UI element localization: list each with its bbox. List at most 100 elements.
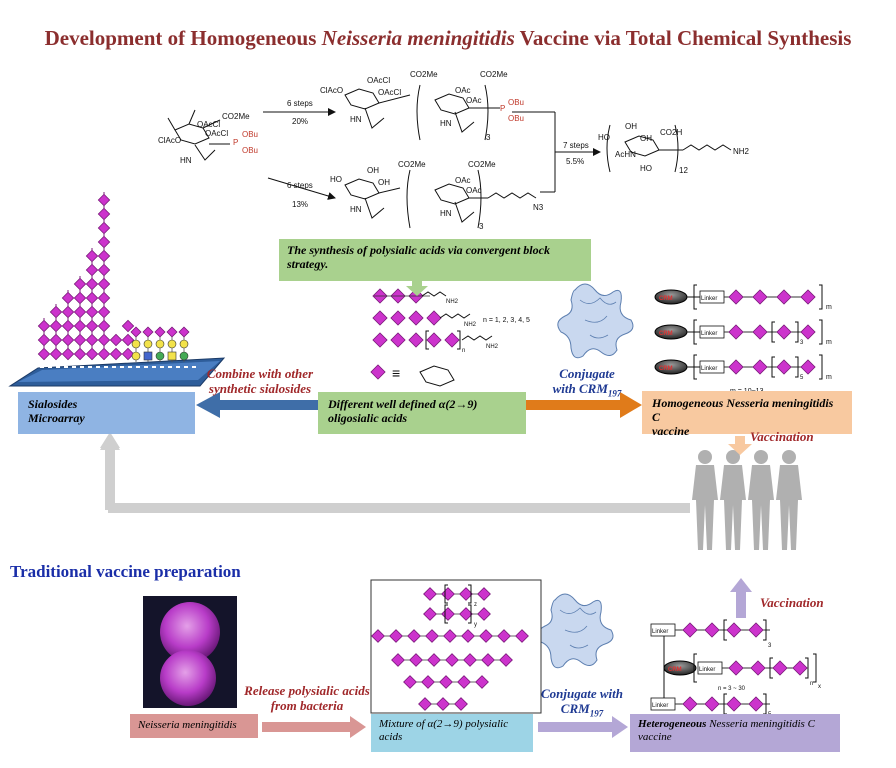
chem-label: OAc	[466, 96, 482, 105]
chem-label: OH	[378, 178, 390, 187]
sialic-acid-icon	[704, 696, 720, 712]
sialic-acid-icon	[85, 319, 99, 333]
chem-label: OBu	[508, 98, 525, 107]
sialic-acid-icon	[49, 319, 63, 333]
sialic-acid-icon	[682, 622, 698, 638]
sialic-acid-icon	[121, 319, 135, 333]
sialic-acid-icon	[390, 310, 406, 326]
sialic-acid-icon	[726, 622, 742, 638]
chem-label: HN	[180, 156, 192, 165]
chem-label: OBu	[242, 130, 259, 139]
bracket	[457, 330, 461, 350]
sialic-acid-icon	[479, 629, 493, 643]
yield-label: 20%	[292, 117, 309, 126]
sialic-acid-icon	[776, 289, 792, 305]
diagram-text: CRM	[659, 296, 673, 302]
sialic-acid-icon	[97, 263, 111, 277]
sialic-acid-icon	[37, 333, 51, 347]
sialic-acid-icon	[85, 291, 99, 305]
sialic-acid-icon	[37, 347, 51, 361]
sialic-acid-icon	[73, 305, 87, 319]
sialic-acid-icon	[121, 347, 135, 361]
diagram-text: Linker	[652, 703, 668, 709]
chem-label: CO2H	[660, 128, 683, 137]
diagram-text: 5	[800, 375, 804, 381]
sialic-acid-icon	[748, 622, 764, 638]
sialic-acid-icon	[109, 347, 123, 361]
sialic-acid-icon	[776, 324, 792, 340]
bracket	[819, 354, 823, 380]
sialic-acid-icon	[750, 660, 766, 676]
intermediate-top	[344, 84, 500, 141]
synthesis-strategy-box: The synthesis of polysialic acids via co…	[279, 239, 591, 281]
chem-label: N3	[533, 203, 544, 212]
sialic-acid-icon	[682, 696, 698, 712]
diagram-text: CRM	[659, 366, 673, 372]
chem-label: OAcCl	[205, 129, 229, 138]
sialic-acid-icon	[772, 660, 788, 676]
flow-arrows	[100, 280, 752, 738]
chem-label: OBu	[242, 146, 259, 155]
sialic-acid-icon	[73, 333, 87, 347]
sialic-acid-icon	[390, 332, 406, 348]
chem-label: OBu	[508, 114, 525, 123]
sialic-acid-icon	[97, 319, 111, 333]
sialic-acid-icon	[61, 333, 75, 347]
chem-label: OAcCl	[378, 88, 402, 97]
chem-label: P	[233, 138, 239, 147]
sialic-acid-icon	[389, 629, 403, 643]
chem-label: OAcCl	[197, 120, 221, 129]
sialic-acid-icon	[407, 629, 421, 643]
heterogeneous-vaccine-box: Heterogeneous Nesseria meningitidis C va…	[630, 714, 840, 752]
sialic-acid-icon	[748, 696, 764, 712]
yield-label: 13%	[292, 200, 309, 209]
sialic-acid-icon	[728, 289, 744, 305]
microarray-glycans	[37, 192, 196, 368]
chem-label: P	[500, 104, 506, 113]
sialic-acid-icon	[178, 326, 190, 338]
sialic-acid-icon	[73, 347, 87, 361]
chem-label: HN	[440, 119, 452, 128]
sialic-acid-icon	[439, 675, 453, 689]
diagram-text: Linker	[699, 667, 715, 673]
chem-label: ClAcO	[320, 86, 344, 95]
sialic-acid-icon	[423, 587, 437, 601]
equiv-sign: ≡	[392, 365, 401, 381]
bracket	[425, 330, 429, 350]
sialic-acid-icon	[457, 675, 471, 689]
bracket	[819, 319, 823, 345]
diagram-text: 3	[800, 340, 804, 346]
chem-label: HN	[440, 209, 452, 218]
yield-label: 5.5%	[566, 157, 585, 166]
step-label: 6 steps	[287, 99, 313, 108]
intermediate-bottom	[344, 169, 537, 229]
sialic-acid-icon	[752, 324, 768, 340]
sialic-acid-icon	[726, 696, 742, 712]
chem-label: NH2	[733, 147, 750, 156]
bracket	[795, 356, 799, 378]
page-title: Development of Homogeneous Neisseria men…	[44, 26, 852, 50]
sialic-acid-icon	[481, 653, 495, 667]
diagram-text: n	[810, 681, 813, 687]
chem-label: CO2Me	[468, 160, 496, 169]
sialic-acid-icon	[97, 347, 111, 361]
bracket	[693, 319, 697, 345]
sialic-acid-icon	[444, 332, 460, 348]
sialic-acid-icon	[426, 310, 442, 326]
diagram-text: Linker	[701, 296, 717, 302]
chem-label: AcHN	[615, 150, 636, 159]
chem-label: HO	[330, 175, 342, 184]
release-label: Release polysialic acids from bacteria	[244, 683, 370, 713]
chem-label: OH	[367, 166, 379, 175]
diagram-text: m	[826, 304, 832, 311]
sialic-acid-icon	[497, 629, 511, 643]
people-silhouettes	[692, 450, 802, 550]
chem-label: OAc	[455, 176, 471, 185]
chem-label: CO2Me	[222, 112, 250, 121]
bracket	[693, 284, 697, 310]
diagram-text: y	[474, 622, 477, 628]
chem-label: HN	[350, 205, 362, 214]
sialic-acid-icon	[409, 653, 423, 667]
sialic-acid-icon	[475, 675, 489, 689]
